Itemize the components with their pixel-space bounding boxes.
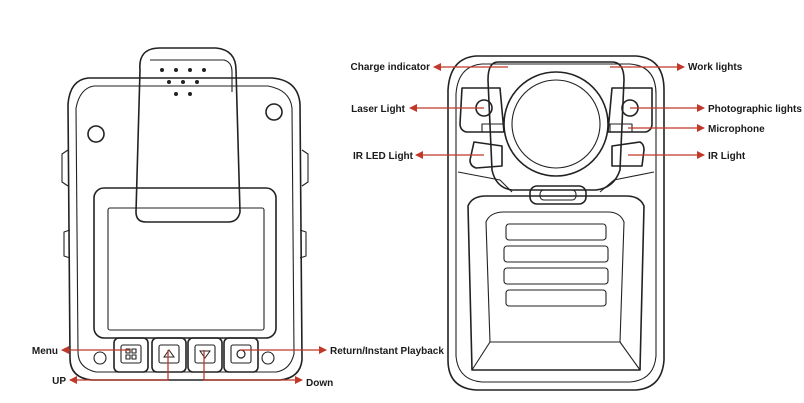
camera-front-view (447, 55, 665, 391)
camera-back-view (61, 47, 309, 381)
label-down: Down (306, 378, 333, 389)
screw-bottom-right-icon (261, 351, 275, 365)
down-button[interactable] (187, 337, 223, 373)
screw-right-icon (265, 103, 283, 121)
up-button[interactable] (151, 337, 187, 373)
belt-clip (135, 47, 241, 223)
menu-button[interactable] (113, 337, 149, 373)
label-charge-indicator: Charge indicator (351, 62, 431, 73)
screw-left-icon (87, 125, 105, 143)
label-return-playback: Return/Instant Playback (330, 346, 444, 357)
label-ir-led-light: IR LED Light (353, 151, 414, 162)
return-playback-button[interactable] (223, 337, 259, 373)
label-laser-light: Laser Light (351, 104, 406, 115)
callout-arrows (61, 63, 705, 384)
label-menu: Menu (32, 346, 58, 357)
lcd-screen (107, 207, 265, 331)
label-microphone: Microphone (708, 124, 765, 135)
label-up: UP (52, 376, 66, 387)
camera-lens (503, 71, 609, 177)
label-ir-light: IR Light (708, 151, 746, 162)
label-work-lights: Work lights (688, 62, 743, 73)
callout-labels: Charge indicator Work lights Laser Light… (32, 62, 802, 389)
ir-light-icon (611, 141, 645, 167)
screw-bottom-left-icon (93, 351, 107, 365)
ir-led-light-icon (469, 141, 503, 169)
label-photographic-lights: Photographic lights (708, 104, 802, 115)
